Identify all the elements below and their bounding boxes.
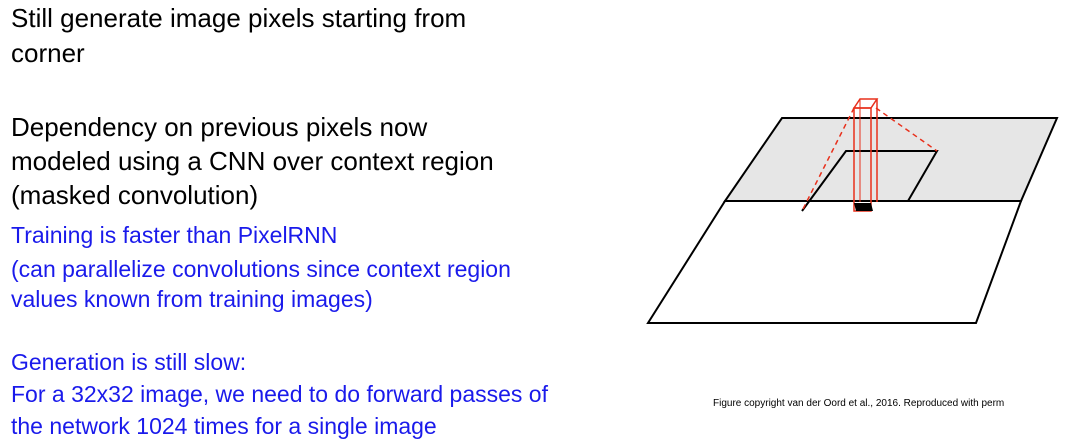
projection-line-right	[875, 107, 938, 152]
kernel-window	[801, 150, 939, 212]
blue-line-forward-passes: For a 32x32 image, we need to do forward…	[11, 381, 548, 407]
masked-convolution-diagram	[646, 98, 1059, 324]
figure-credit: Figure copyright van der Oord et al., 20…	[713, 398, 1005, 409]
blue-line-values-known: values known from training images)	[11, 286, 373, 312]
bullet-line-2: corner	[11, 38, 85, 68]
blue-line-generation-slow: Generation is still slow:	[11, 349, 247, 375]
bullet-line-4: modeled using a CNN over context region	[11, 146, 494, 176]
bullet-line-3: Dependency on previous pixels now	[11, 112, 428, 142]
blue-line-training: Training is faster than PixelRNN	[11, 222, 338, 248]
context-region	[723, 117, 1059, 202]
bullet-line-1: Still generate image pixels starting fro…	[11, 3, 467, 33]
future-region	[646, 200, 1023, 324]
projection-line-left	[801, 107, 855, 212]
blue-line-parallelize: (can parallelize convolutions since cont…	[11, 256, 511, 282]
bullet-line-5: (masked convolution)	[11, 180, 259, 210]
current-pixel	[854, 203, 873, 211]
pixel-column-top	[852, 98, 879, 109]
blue-line-network-times: the network 1024 times for a single imag…	[11, 413, 437, 439]
